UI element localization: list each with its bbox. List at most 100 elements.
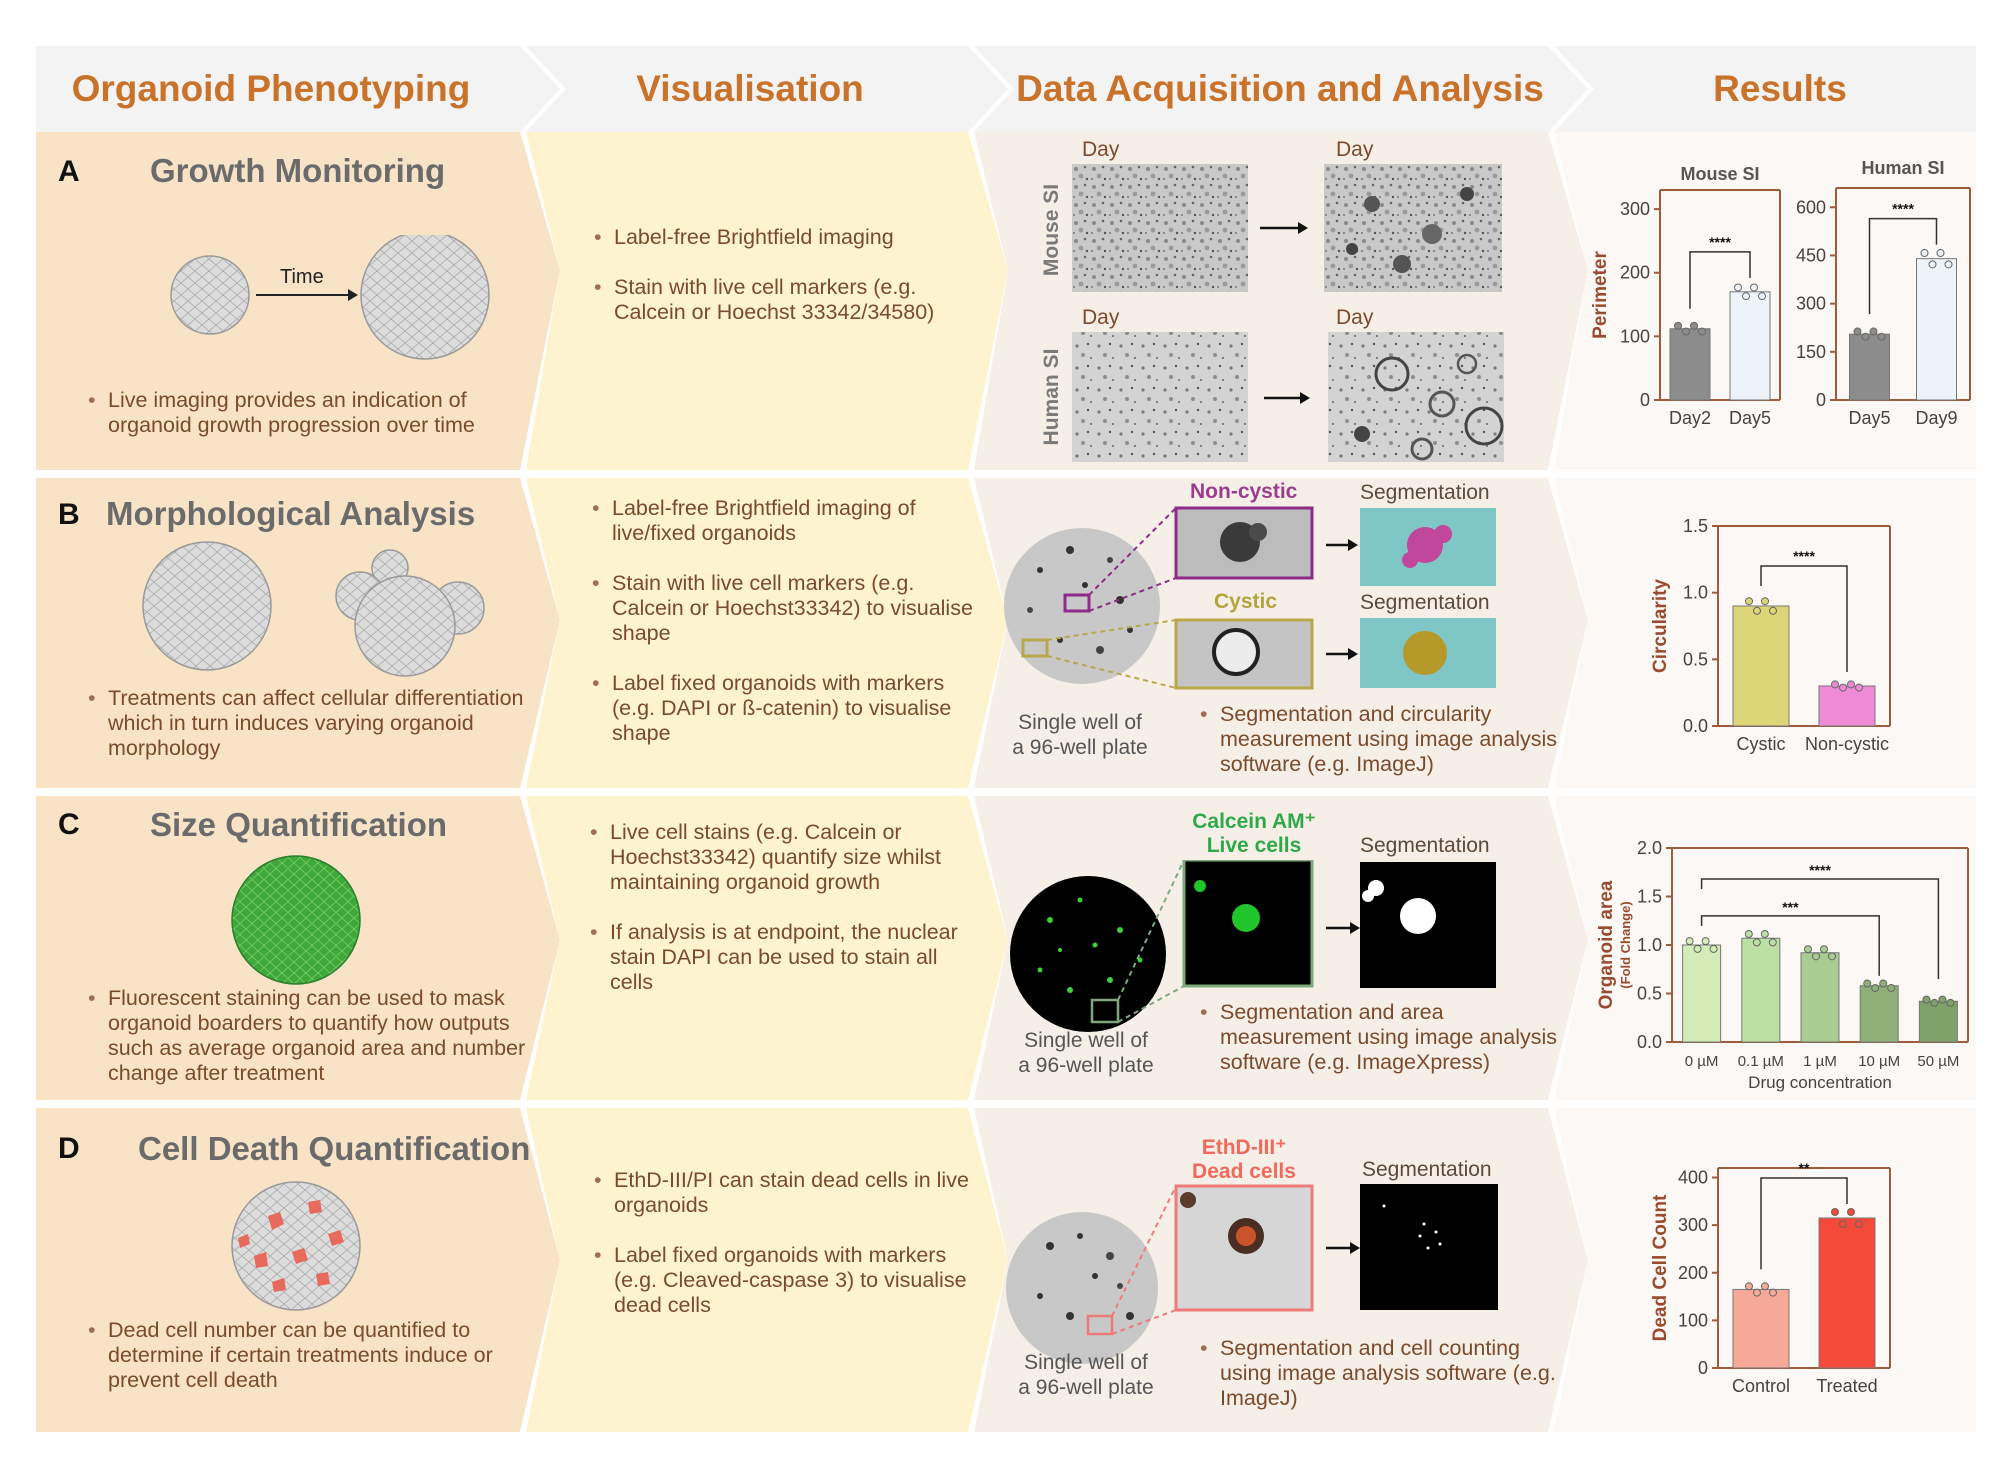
segmentation-label: Segmentation [1360, 591, 1490, 614]
row-b-visualisation-list: Label-free Brightfield imaging of live/f… [588, 496, 984, 771]
row-c-analysis-bullet: Segmentation and area measurement using … [1200, 1000, 1580, 1075]
data-point [1861, 332, 1870, 341]
significance-bracket [1700, 915, 1880, 976]
brightfield-image-grid [1072, 164, 1504, 462]
morphology-organoid-diagram [142, 541, 485, 677]
y-tick-label: 300 [1796, 294, 1826, 314]
row-a-vis-2: Stain with live cell markers (e.g. Calce… [594, 275, 984, 325]
death-acquisition-diagram [1006, 1184, 1498, 1364]
significance-label: *** [1782, 899, 1799, 915]
row-b-vis-2: Stain with live cell markers (e.g. Calce… [592, 571, 984, 646]
row-a-description: Live imaging provides an indication of o… [84, 388, 528, 463]
y-axis-label: Perimeter [1590, 251, 1611, 339]
significance-bracket [1700, 878, 1940, 980]
bar [1859, 985, 1899, 1043]
y-tick-label: 300 [1678, 1215, 1708, 1235]
y-tick-label: 0 [1816, 390, 1826, 410]
y-axis-sublabel: (Fold Change) [1618, 901, 1633, 988]
data-point [1769, 606, 1777, 615]
data-point [1742, 292, 1750, 301]
bar [1818, 685, 1876, 727]
data-point [1863, 979, 1872, 988]
chart-title: Mouse SI [1680, 164, 1759, 184]
significance-bracket [1760, 1177, 1848, 1270]
significance-bracket [1868, 217, 1938, 315]
y-tick-label: 100 [1620, 326, 1650, 346]
well-caption-line2: a 96-well plate [1018, 1054, 1154, 1077]
well-caption-line2: a 96-well plate [1018, 1376, 1154, 1399]
y-tick-label: 1.5 [1637, 887, 1662, 907]
y-axis-label: Organoid area [1596, 880, 1617, 1009]
small-organoid [170, 255, 250, 335]
data-point [1839, 1220, 1847, 1228]
data-point [1768, 938, 1777, 947]
row-b-letter: B [58, 498, 80, 531]
bar [1818, 1217, 1876, 1369]
header-organoid-phenotyping: Organoid Phenotyping [71, 68, 471, 109]
y-tick-label: 0 [1640, 390, 1650, 410]
header-results: Results [1713, 68, 1847, 109]
row-c-bullet: Fluorescent staining can be used to mask… [88, 986, 548, 1086]
row-a-bullet: Live imaging provides an indication of o… [88, 388, 528, 438]
row-d-letter: D [58, 1132, 80, 1165]
header-visualisation: Visualisation [636, 68, 864, 109]
well-caption-line1: Single well of [1018, 711, 1142, 734]
data-point [1682, 327, 1690, 336]
y-tick-label: 400 [1678, 1168, 1708, 1188]
x-tick-label: 0 µM [1685, 1053, 1719, 1070]
well-caption-line2: a 96-well plate [1012, 736, 1148, 759]
data-point [1871, 983, 1880, 992]
data-point [1877, 332, 1886, 341]
dead-cell-organoid-diagram [231, 1181, 361, 1311]
day-label: Day [1336, 138, 1374, 161]
ethd-label-line1: EthD-III⁺ [1201, 1136, 1287, 1159]
data-point [1758, 292, 1766, 301]
bar [1732, 605, 1790, 727]
bar [1732, 1288, 1790, 1369]
x-tick-label: Day5 [1848, 408, 1890, 428]
ethd-label-line2: Dead cells [1192, 1160, 1296, 1183]
bar [1849, 333, 1890, 401]
data-point [1928, 260, 1937, 269]
row-a-vis-1: Label-free Brightfield imaging [594, 225, 984, 250]
row-d-visualisation-list: EthD-III/PI can stain dead cells in live… [590, 1168, 986, 1343]
x-tick-label: 1 µM [1803, 1053, 1837, 1070]
y-axis-label: Dead Cell Count [1650, 1194, 1671, 1341]
y-tick-label: 2.0 [1637, 838, 1662, 858]
significance-bracket [1689, 251, 1751, 309]
cystic-organoid-shape [142, 541, 272, 671]
data-point [1685, 937, 1694, 946]
large-organoid [360, 235, 490, 360]
y-tick-label: 200 [1678, 1263, 1708, 1283]
time-label: Time [280, 266, 324, 288]
y-tick-label: 1.0 [1683, 583, 1708, 603]
row-b-analysis-bullet: Segmentation and circularity measurement… [1200, 702, 1560, 777]
row-d-bullet: Dead cell number can be quantified to de… [88, 1318, 548, 1393]
y-tick-label: 1.0 [1637, 935, 1662, 955]
data-point [1938, 995, 1947, 1004]
data-point [1855, 1220, 1863, 1228]
bar [1800, 952, 1840, 1043]
data-point [1734, 283, 1742, 292]
row-d-vis-2: Label fixed organoids with markers (e.g.… [594, 1243, 986, 1318]
ethd-well-image [1006, 1212, 1158, 1364]
data-point [1944, 260, 1953, 269]
x-tick-label: Day5 [1729, 408, 1771, 428]
x-tick-label: Cystic [1737, 734, 1786, 754]
y-tick-label: 450 [1796, 245, 1826, 265]
row-d-analysis-bullet: Segmentation and cell counting using ima… [1200, 1336, 1560, 1411]
calcein-label-line1: Calcein AM⁺ [1192, 810, 1316, 833]
calcein-label-line2: Live cells [1206, 834, 1302, 857]
well-caption: Single well of a 96-well plate [996, 1028, 1176, 1078]
data-point [1853, 327, 1862, 336]
data-point [1753, 606, 1761, 615]
data-point [1760, 930, 1769, 939]
well-caption: Single well of a 96-well plate [996, 1350, 1176, 1400]
row-c-description: Fluorescent staining can be used to mask… [84, 986, 548, 1111]
y-tick-label: 1.5 [1683, 516, 1708, 536]
row-b-bullet: Treatments can affect cellular different… [88, 686, 528, 761]
